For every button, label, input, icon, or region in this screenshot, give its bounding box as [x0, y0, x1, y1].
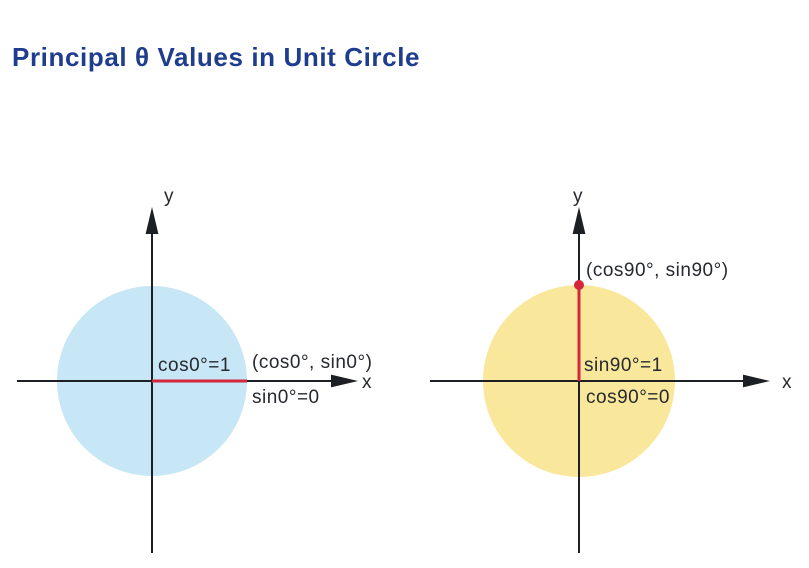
x-axis-label: x	[782, 372, 792, 393]
unit-circle-diagram-theta-90: y x (cos90°, sin90°) sin90°=1 cos90°=0	[430, 186, 792, 553]
y-axis-arrowhead-icon	[572, 207, 586, 234]
y-axis-label: y	[164, 186, 174, 207]
x-axis-arrowhead-icon	[331, 374, 358, 388]
sin-value-label: sin90°=1	[584, 355, 663, 376]
unit-circle-diagram-theta-0: y x cos0°=1 (cos0°, sin0°) sin0°=0	[17, 186, 372, 553]
cos-value-label: cos0°=1	[158, 355, 231, 376]
cos-value-label: cos90°=0	[586, 387, 670, 408]
page-title: Principal θ Values in Unit Circle	[12, 42, 421, 72]
point-marker-dot	[574, 280, 584, 290]
y-axis-arrowhead-icon	[145, 207, 159, 234]
point-coordinates-label: (cos90°, sin90°)	[586, 260, 729, 281]
y-axis-label: y	[573, 186, 583, 207]
x-axis-label: x	[362, 372, 372, 393]
sin-value-label: sin0°=0	[252, 387, 320, 408]
x-axis-arrowhead-icon	[743, 374, 770, 388]
point-coordinates-label: (cos0°, sin0°)	[252, 352, 372, 373]
